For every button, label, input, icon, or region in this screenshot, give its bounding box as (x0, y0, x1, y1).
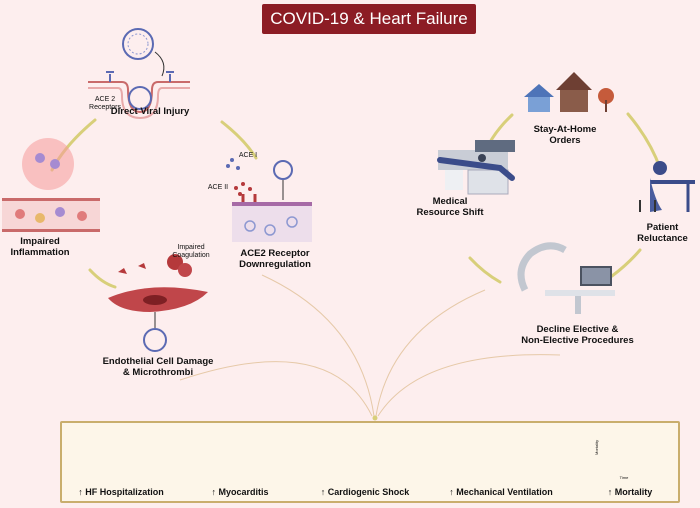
outcome-mechanical-ventilation: ↑ Mechanical Ventilation (449, 487, 553, 497)
outcome-mortality: ↑ Mortality (607, 487, 653, 497)
medical-equipment-graphic (437, 140, 515, 195)
decline-procedures-label: Decline Elective & Non-Elective Procedur… (521, 324, 634, 346)
mortality-ylabel: Mortality (594, 439, 599, 455)
patient-reluctance-graphic (639, 161, 695, 212)
ace-i-label: ACE I (238, 152, 258, 159)
convergence-point (372, 415, 378, 421)
stay-at-home-label: Stay-At-Home Orders (533, 124, 597, 146)
inflammation-graphic (2, 138, 100, 232)
procedures-graphic (517, 242, 615, 314)
outcome-hf-hospitalization: ↑ HF Hospitalization (78, 487, 164, 497)
houses-graphic (524, 72, 614, 112)
impaired-inflammation-label: Impaired Inflammation (10, 236, 70, 258)
direct-viral-injury-label: Direct Viral Injury (110, 106, 190, 117)
outcome-cardiogenic-shock: ↑ Cardiogenic Shock (320, 487, 410, 497)
direct-viral-injury-graphic (88, 28, 190, 120)
impaired-coagulation-label: Impaired Coagulation (172, 244, 210, 259)
ace2-downregulation-graphic (226, 158, 312, 242)
outcomes-box (60, 421, 680, 503)
outcome-myocarditis: ↑ Myocarditis (211, 487, 269, 497)
page-title: COVID-19 & Heart Failure (262, 4, 476, 34)
medical-resource-shift-label: Medical Resource Shift (416, 196, 484, 218)
mortality-xlabel: Time (619, 475, 629, 480)
patient-reluctance-label: Patient Reluctance (637, 222, 688, 244)
endothelial-graphic (108, 254, 208, 352)
endothelial-damage-label: Endothelial Cell Damage & Microthrombi (102, 356, 214, 378)
ace2-downregulation-label: ACE2 Receptor Downregulation (239, 248, 311, 270)
converging-lines (179, 274, 561, 417)
ace2-receptors-label: ACE 2 Receptors (89, 96, 121, 111)
ace-ii-label: ACE II (207, 184, 229, 191)
